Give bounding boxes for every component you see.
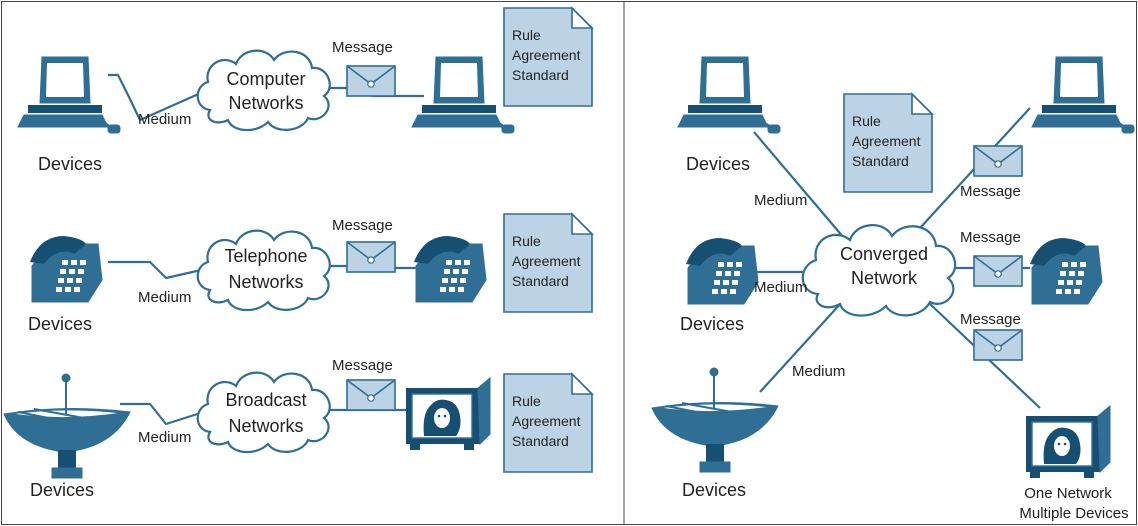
television-icon [405,377,491,451]
cloud-icon [196,371,331,454]
medium-link [108,260,211,280]
message-label: Message [960,311,1021,328]
devices-label: Devices [686,154,750,174]
message-label: Message [332,39,393,56]
broadcast-network-row: Broadcast Networks Medium Message Rule A… [3,357,593,500]
document-line: Rule [512,233,541,249]
network-name: Networks [228,93,303,113]
cloud-icon [196,229,331,312]
document-line: Standard [512,67,569,83]
envelope-icon [346,65,396,97]
network-name: Converged [840,244,928,264]
television-icon [1025,405,1111,479]
computer-network-row: Computer Networks Medium Message Rule Ag… [17,7,593,174]
document-line: Agreement [512,413,581,429]
telephone-icon [413,235,487,303]
cloud-icon [196,49,331,132]
document-line: Standard [852,153,909,169]
network-name: Networks [228,272,303,292]
medium-link [120,402,211,426]
medium-link [108,73,213,122]
computer-icon [677,56,781,134]
document-line: Agreement [512,253,581,269]
document-line: Standard [512,433,569,449]
converged-panel: Converged Network Rule Agreement Standar… [651,56,1135,522]
message-label: Message [332,357,393,374]
devices-label: Devices [30,480,94,500]
medium-label: Medium [138,111,191,128]
document-line: Rule [512,27,541,43]
satellite-dish-icon [3,373,131,479]
message-label: Message [960,229,1021,246]
left-panel: Computer Networks Medium Message Rule Ag… [3,7,593,500]
devices-label: Devices [680,314,744,334]
footer-line: Multiple Devices [1019,505,1128,522]
telephone-icon [1029,237,1103,305]
message-label: Message [960,183,1021,200]
medium-link [753,131,845,239]
telephone-icon [685,237,759,305]
medium-label: Medium [754,192,807,209]
computer-icon [411,56,515,134]
footer-line: One Network [1024,485,1112,502]
envelope-icon [973,145,1023,177]
envelope-icon [346,241,396,273]
document-line: Agreement [512,47,581,63]
devices-label: Devices [682,480,746,500]
envelope-icon [973,255,1023,287]
satellite-dish-icon [651,367,779,473]
network-name: Computer [226,69,305,89]
medium-label: Medium [792,363,845,380]
envelope-icon [346,379,396,411]
network-name: Networks [228,416,303,436]
computer-icon [17,56,121,134]
telephone-network-row: Telephone Networks Medium Message Rule A… [28,213,593,334]
document-line: Agreement [852,133,921,149]
message-label: Message [332,217,393,234]
devices-label: Devices [28,314,92,334]
medium-label: Medium [138,289,191,306]
network-name: Telephone [224,246,307,266]
computer-icon [1031,56,1135,134]
envelope-icon [973,329,1023,361]
document-line: Standard [512,273,569,289]
devices-label: Devices [38,154,102,174]
network-name: Broadcast [225,390,306,410]
telephone-icon [29,235,103,303]
network-name: Network [851,268,918,288]
document-line: Rule [512,393,541,409]
medium-label: Medium [754,279,807,296]
document-line: Rule [852,113,881,129]
medium-label: Medium [138,429,191,446]
medium-link [759,301,843,393]
